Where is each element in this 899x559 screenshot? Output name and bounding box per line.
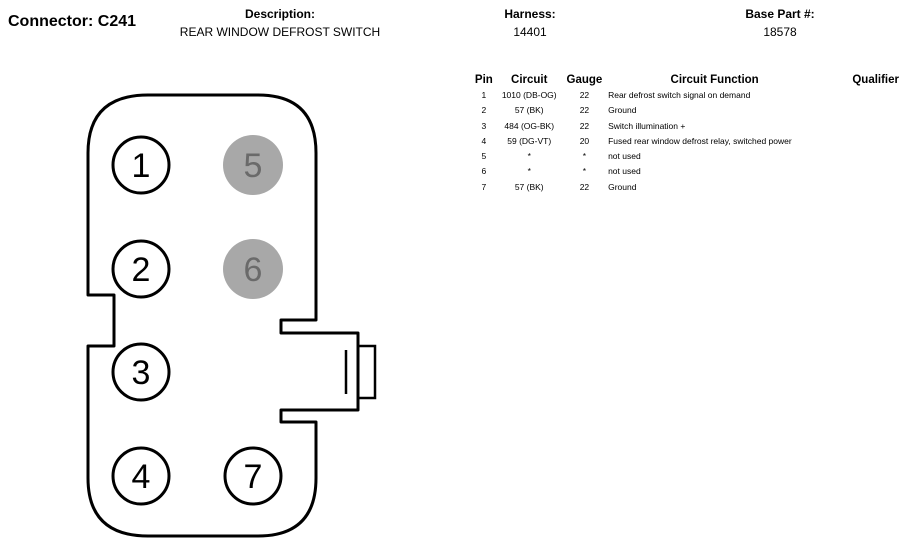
cell-gauge: 22 — [579, 90, 590, 100]
pin-7: 7 — [223, 446, 283, 506]
pin-label: 4 — [132, 458, 151, 496]
cell-gauge: 22 — [579, 120, 590, 131]
cell-pin: 7 — [481, 181, 487, 192]
table-row: 4 59 (DG-VT) 20 Fused rear window defros… — [470, 134, 899, 149]
col-header-function: Circuit Function — [670, 74, 759, 86]
cell-pin: 3 — [481, 120, 487, 131]
pin-6: 6 — [223, 239, 283, 299]
pin-label: 3 — [132, 354, 151, 392]
pin-1: 1 — [111, 135, 171, 195]
base-part-value: 18578 — [763, 25, 797, 39]
table-row: 1 1010 (DB-OG) 22 Rear defrost switch si… — [470, 88, 899, 103]
cell-gauge: * — [582, 151, 587, 162]
cell-circuit: 1010 (DB-OG) — [501, 90, 557, 100]
table-row: 7 57 (BK) 22 Ground — [470, 180, 899, 195]
cell-circuit: * — [527, 151, 531, 162]
pin-table-header-row: Pin Circuit Gauge Circuit Function Quali… — [470, 73, 899, 88]
harness-block: Harness: 14401 — [470, 7, 590, 39]
pin-label: 7 — [244, 458, 263, 496]
cell-function: not used — [608, 151, 641, 162]
cell-pin: 6 — [481, 166, 487, 177]
description-value: REAR WINDOW DEFROST SWITCH — [179, 25, 381, 39]
harness-value: 14401 — [513, 25, 547, 39]
pin-label: 2 — [132, 251, 151, 289]
cell-gauge: 20 — [579, 135, 590, 146]
pin-2: 2 — [111, 239, 171, 299]
col-header-pin: Pin — [474, 74, 493, 86]
cell-pin: 4 — [481, 135, 487, 146]
col-header-circuit: Circuit — [511, 74, 548, 86]
cell-circuit: 57 (BK) — [514, 105, 544, 116]
connector-latch — [356, 344, 377, 400]
pin-circle — [111, 239, 171, 299]
harness-label: Harness: — [504, 7, 556, 21]
pin-circle — [111, 446, 171, 506]
pin-circle — [223, 446, 283, 506]
cell-gauge: * — [582, 166, 587, 177]
cell-pin: 5 — [481, 151, 487, 162]
pin-circle — [111, 135, 171, 195]
pin-table: Pin Circuit Gauge Circuit Function Quali… — [470, 73, 899, 195]
cell-circuit: 57 (BK) — [514, 181, 544, 192]
pin-label: 6 — [244, 251, 263, 289]
cell-function: Fused rear window defrost relay, switche… — [608, 135, 792, 146]
description-block: Description: REAR WINDOW DEFROST SWITCH — [168, 7, 392, 39]
pin-circle — [223, 135, 283, 195]
cell-pin: 1 — [481, 90, 487, 100]
pin-label: 1 — [132, 147, 151, 185]
table-row: 6 * * not used — [470, 164, 899, 179]
cell-function: Ground — [608, 181, 637, 192]
pin-circle — [223, 239, 283, 299]
pin-4: 4 — [111, 446, 171, 506]
base-part-label: Base Part #: — [745, 7, 815, 21]
base-part-block: Base Part #: 18578 — [720, 7, 840, 39]
col-header-qualifier: Qualifier — [852, 74, 899, 86]
cell-function: Switch illumination + — [608, 120, 686, 131]
table-row: 2 57 (BK) 22 Ground — [470, 103, 899, 118]
cell-function: Ground — [608, 105, 637, 116]
description-label: Description: — [244, 7, 315, 21]
cell-pin: 2 — [481, 105, 487, 116]
pin-circle — [111, 342, 171, 402]
pin-3: 3 — [111, 342, 171, 402]
cell-circuit: * — [527, 166, 531, 177]
cell-gauge: 22 — [579, 181, 590, 192]
pin-label: 5 — [244, 147, 263, 185]
table-row: 3 484 (OG-BK) 22 Switch illumination + — [470, 119, 899, 134]
pin-5: 5 — [223, 135, 283, 195]
cell-function: Rear defrost switch signal on demand — [608, 90, 751, 100]
cell-function: not used — [608, 166, 641, 177]
cell-circuit: 484 (OG-BK) — [504, 120, 555, 131]
connector-housing-outline — [86, 93, 360, 538]
connector-title: Connector: C241 — [8, 13, 137, 30]
cell-circuit: 59 (DG-VT) — [507, 135, 552, 146]
col-header-gauge: Gauge — [566, 74, 603, 86]
cell-gauge: 22 — [579, 105, 590, 116]
table-row: 5 * * not used — [470, 149, 899, 164]
